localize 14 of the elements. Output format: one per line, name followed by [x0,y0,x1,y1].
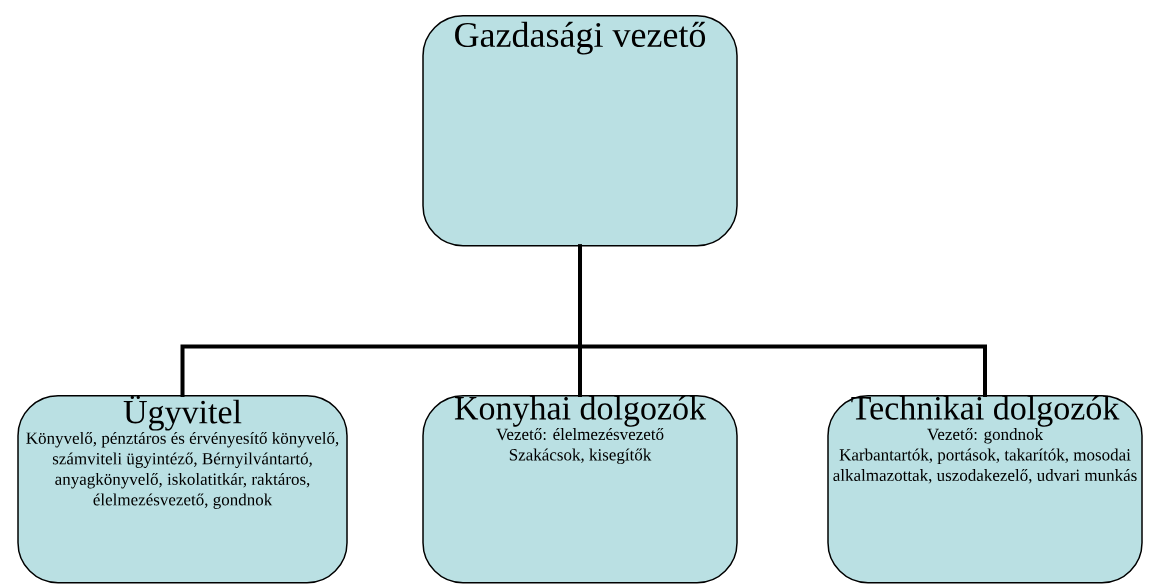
job-list: Szakácsok, kisegítők [509,448,652,465]
org-box [827,395,1143,584]
job-list: Könyvelő, pénztáros és érvényesítő könyvelő, számviteli ügyintéző, Bérnyilvántartó, anyagkönyvelő, iskolatitkár, raktáros, élelmezésvezető, gondnok [26,431,339,509]
heading: Konyhai dolgozók [454,395,707,427]
job-list: Karbantartók, portások, takarítók, mosodai alkalmazottak, uszodakezelő, udvari munkás [833,448,1137,484]
heading: Technikai dolgozók [851,395,1120,427]
org-box [422,395,738,584]
connector-line [578,244,987,397]
heading: Ügyvitel [123,395,242,431]
heading: Gazdasági vezető [455,21,706,55]
org-box [17,395,348,584]
job-list: Vezető: élelmezésvezető [496,428,664,441]
org-box [422,15,738,247]
job-list: Vezető: gondnok [927,428,1044,444]
